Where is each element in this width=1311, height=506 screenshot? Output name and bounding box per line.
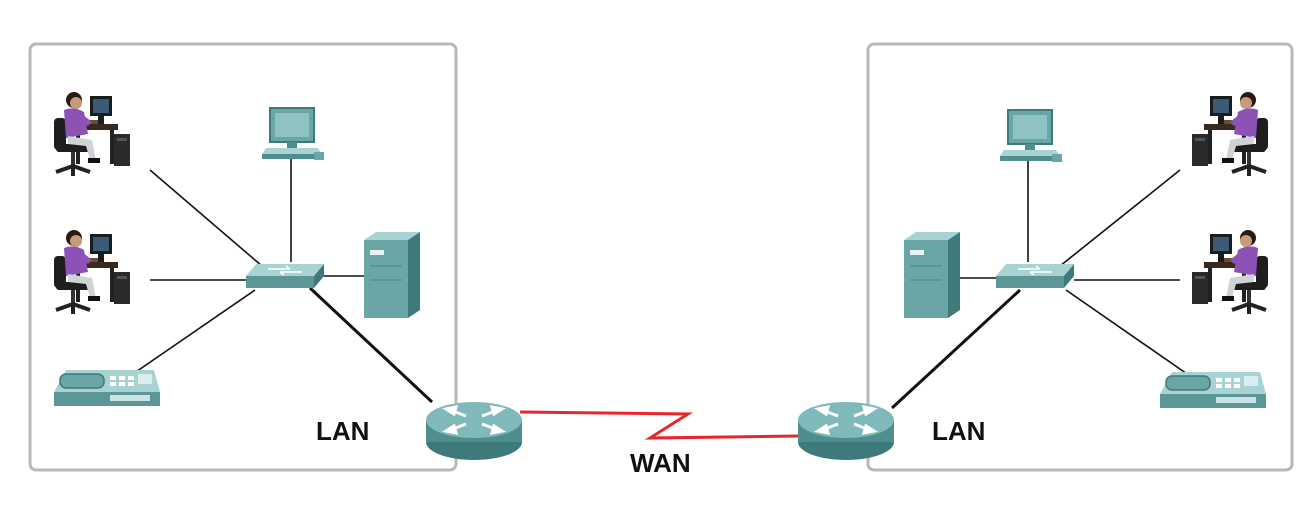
wan-link: [519, 410, 799, 440]
right-lan-panel: [866, 42, 1294, 472]
link-right-phone-switch: [1065, 289, 1191, 377]
left-switch: [245, 263, 325, 289]
left-router: [424, 400, 524, 462]
left-lan-label: LAN: [316, 416, 369, 446]
link-right-switch-router: [890, 288, 1022, 410]
left-lan-panel: [28, 42, 458, 472]
left-desktop-pc: [261, 107, 325, 161]
right-desktop-pc: [999, 109, 1063, 163]
link-left-user1-switch: [149, 169, 263, 267]
right-router: [796, 400, 896, 462]
link-left-switch-router: [308, 286, 434, 404]
right-switch: [995, 263, 1075, 289]
left-lan-links: [129, 156, 434, 404]
right-ip-phone: [1159, 371, 1267, 409]
right-lan-links: [890, 158, 1191, 410]
link-right-user1-switch: [1059, 169, 1181, 267]
right-server: [903, 231, 961, 319]
left-ip-phone: [53, 369, 161, 407]
left-server: [363, 231, 421, 319]
link-left-phone-switch: [129, 289, 256, 377]
right-lan-label: LAN: [932, 416, 985, 446]
wan-label: WAN: [630, 448, 691, 478]
